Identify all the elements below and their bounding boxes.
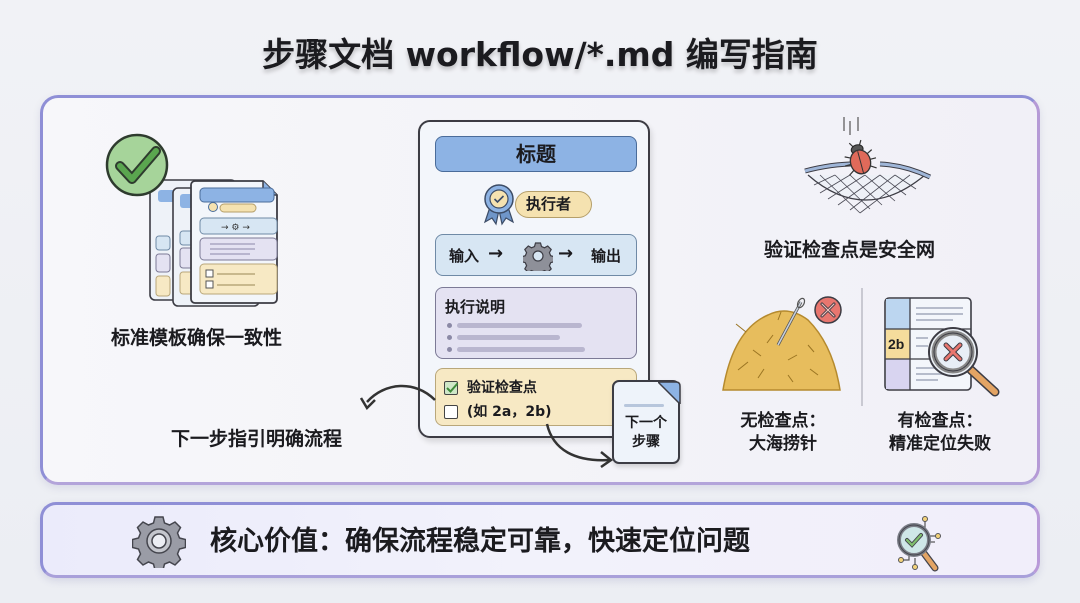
template-card: 标题 执行者 输入 → → 输出 执行说明	[418, 120, 650, 438]
svg-text:→ ⚙ →: → ⚙ →	[221, 223, 250, 233]
curved-arrow-right	[545, 423, 611, 462]
bullet	[447, 323, 452, 328]
with-checkpoint-caption: 有检查点： 精准定位失败	[880, 410, 1000, 456]
page-title: 步骤文档 workflow/*.md 编写指南	[262, 35, 818, 74]
haystack-needle-icon	[722, 296, 842, 391]
description-title: 执行说明	[445, 298, 506, 316]
output-label: 输出	[591, 247, 622, 265]
award-ribbon-icon	[483, 184, 515, 226]
next-step-line2: 步骤	[632, 434, 660, 450]
row-label-2b: 2b	[888, 336, 904, 352]
text-line	[457, 347, 585, 352]
next-step-caption: 下一步指引明确流程	[171, 428, 343, 450]
arrow-icon: →	[488, 243, 504, 264]
next-step-card: 下一个 步骤	[612, 380, 681, 464]
safety-net-bug-icon	[804, 117, 932, 214]
gear-icon	[523, 242, 553, 271]
green-check-badge	[105, 133, 169, 197]
checkpoint-example: (如 2a，2b)	[466, 404, 552, 420]
with-checkpoint-line1: 有检查点：	[897, 411, 983, 431]
magnifier-check-icon	[897, 516, 941, 572]
no-checkpoint-line1: 无检查点：	[740, 411, 826, 431]
curved-arrow-left	[366, 384, 436, 403]
no-checkpoint-line2: 大海捞针	[749, 434, 817, 454]
checkpoint-box: 验证检查点 (如 2a，2b)	[435, 368, 637, 426]
gear-icon	[132, 516, 186, 568]
bullet	[447, 347, 452, 352]
divider	[861, 288, 863, 406]
text-line	[457, 335, 560, 340]
template-title: 标题	[435, 136, 637, 172]
checkpoint-label: 验证检查点	[466, 380, 537, 396]
error-x-icon	[814, 296, 842, 324]
input-label: 输入	[449, 247, 480, 265]
arrow-icon: →	[558, 243, 574, 264]
safety-net-caption: 验证检查点是安全网	[764, 239, 936, 261]
text-line	[624, 404, 664, 407]
no-checkpoint-caption: 无检查点： 大海捞针	[738, 410, 828, 456]
template-documents-icon: → ⚙ →	[105, 133, 278, 307]
flow-arrows	[359, 384, 614, 469]
description-box: 执行说明	[435, 287, 637, 359]
bullet	[447, 335, 452, 340]
core-value-banner	[40, 502, 1040, 578]
folded-corner	[658, 381, 681, 404]
template-caption: 标准模板确保一致性	[111, 327, 283, 349]
checkbox-unchecked[interactable]	[444, 405, 458, 419]
executor-pill: 执行者	[515, 191, 592, 218]
with-checkpoint-line2: 精准定位失败	[889, 434, 991, 454]
next-step-line1: 下一个	[625, 415, 667, 431]
text-line	[457, 323, 582, 328]
front-document: → ⚙ →	[190, 180, 278, 304]
checkbox-checked[interactable]	[444, 381, 459, 395]
core-value-text: 核心价值：确保流程稳定可靠，快速定位问题	[210, 526, 750, 557]
bug-icon	[844, 139, 877, 176]
input-output-box: 输入 → → 输出	[435, 234, 637, 276]
pinpoint-failure-icon: 2b	[884, 297, 1000, 397]
